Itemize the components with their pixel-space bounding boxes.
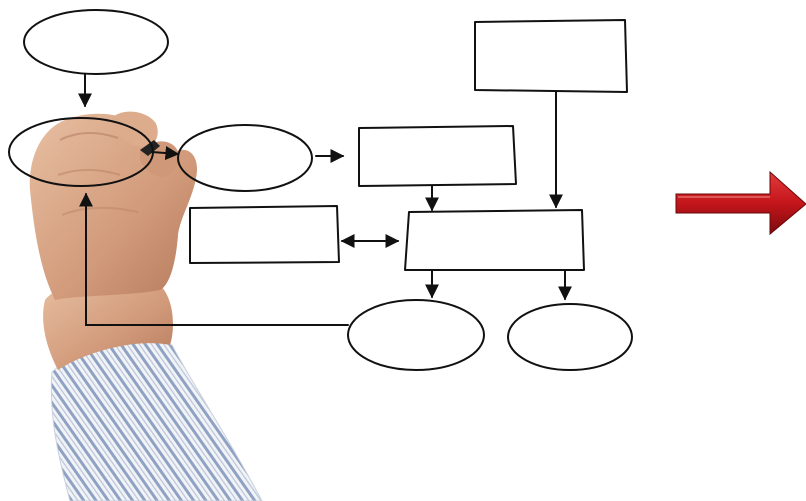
node-n1-ellipse — [23, 9, 169, 75]
marker-pen — [140, 140, 160, 156]
node-n8-ellipse — [347, 299, 485, 371]
node-n7-box — [404, 209, 585, 271]
node-n6-box — [189, 205, 340, 264]
node-n5-box — [474, 19, 628, 93]
node-n3-ellipse — [177, 124, 313, 192]
wrist — [43, 277, 173, 370]
shirt-sleeve — [50, 341, 263, 501]
next-arrow-icon — [675, 170, 806, 236]
node-n4-box — [358, 125, 517, 187]
edge-n2-n3 — [151, 146, 180, 161]
node-n9-ellipse — [507, 303, 633, 371]
hand-drawing-icon — [29, 111, 263, 501]
edge-n8-n2 — [79, 192, 349, 326]
hand-palm — [29, 113, 198, 301]
